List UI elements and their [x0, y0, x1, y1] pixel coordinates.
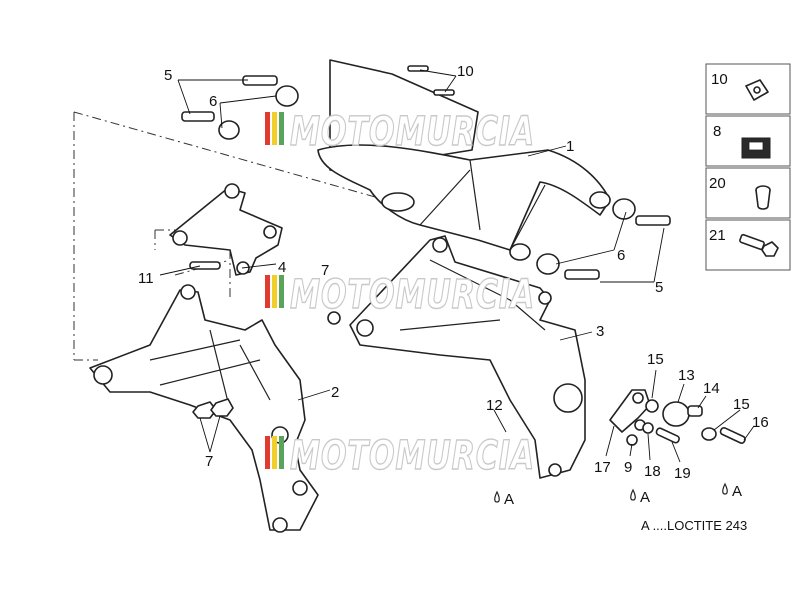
callout-9: 9	[624, 459, 632, 476]
right-fasteners	[536, 198, 671, 280]
callout-15: 15	[647, 351, 664, 368]
legend-item-21: 21	[705, 219, 791, 271]
leader-lines	[159, 69, 755, 463]
callout-6: 6	[209, 93, 217, 110]
upper-left-fasteners	[181, 75, 299, 140]
clip-nut-icon	[745, 79, 769, 101]
watermark-middle: MOTOMURCIA	[265, 271, 535, 319]
callout-labels: 5 6 10 1 6 5 4 7 11 3 2 7 12 15 13 14 15…	[138, 63, 769, 482]
watermark-text: MOTOMURCIA	[290, 109, 535, 155]
callout-11: 11	[138, 270, 154, 287]
legend-panel: 10 8 20 21	[705, 63, 791, 271]
callout-3: 3	[596, 323, 604, 340]
callout-5: 5	[164, 67, 172, 84]
loctite-note: A ....LOCTITE 243	[641, 518, 747, 533]
upper-frame-part	[317, 59, 611, 261]
callout-1: 1	[566, 138, 574, 155]
callout-16: 16	[752, 414, 769, 431]
legend-item-10: 10	[705, 63, 791, 115]
bushing-icon	[755, 185, 771, 210]
watermark-bottom: MOTOMURCIA	[265, 432, 535, 480]
watermark-text: MOTOMURCIA	[290, 433, 535, 479]
loctite-mark-a: A	[640, 489, 650, 506]
legend-label: 20	[709, 175, 726, 192]
callout-7: 7	[321, 262, 329, 279]
callout-18: 18	[644, 463, 661, 480]
bolt-icon	[739, 233, 779, 257]
callout-6: 6	[617, 247, 625, 264]
rubber-pad-icon	[741, 137, 771, 159]
callout-4: 4	[278, 259, 286, 276]
legend-item-20: 20	[705, 167, 791, 219]
watermark-top: MOTOMURCIA	[265, 108, 535, 156]
callout-12: 12	[486, 397, 503, 414]
pivot-assembly	[609, 389, 746, 446]
main-support-part	[89, 284, 319, 533]
loctite-marks: A A A	[494, 482, 742, 508]
bracket-part	[169, 183, 283, 276]
callout-17: 17	[594, 459, 611, 476]
callout-2: 2	[331, 384, 339, 401]
legend-label: 10	[711, 71, 728, 88]
callout-13: 13	[678, 367, 695, 384]
callout-15: 15	[733, 396, 750, 413]
callout-5: 5	[655, 279, 663, 296]
legend-item-8: 8	[705, 115, 791, 167]
loctite-mark-a: A	[504, 491, 514, 508]
loctite-mark-a: A	[732, 483, 742, 500]
callout-7: 7	[205, 453, 213, 470]
callout-10: 10	[457, 63, 474, 80]
side-plate-part	[327, 235, 586, 479]
legend-label: 8	[713, 123, 721, 140]
callout-19: 19	[674, 465, 691, 482]
callout-14: 14	[703, 380, 720, 397]
legend-label: 21	[709, 227, 726, 244]
watermark-text: MOTOMURCIA	[290, 272, 535, 318]
